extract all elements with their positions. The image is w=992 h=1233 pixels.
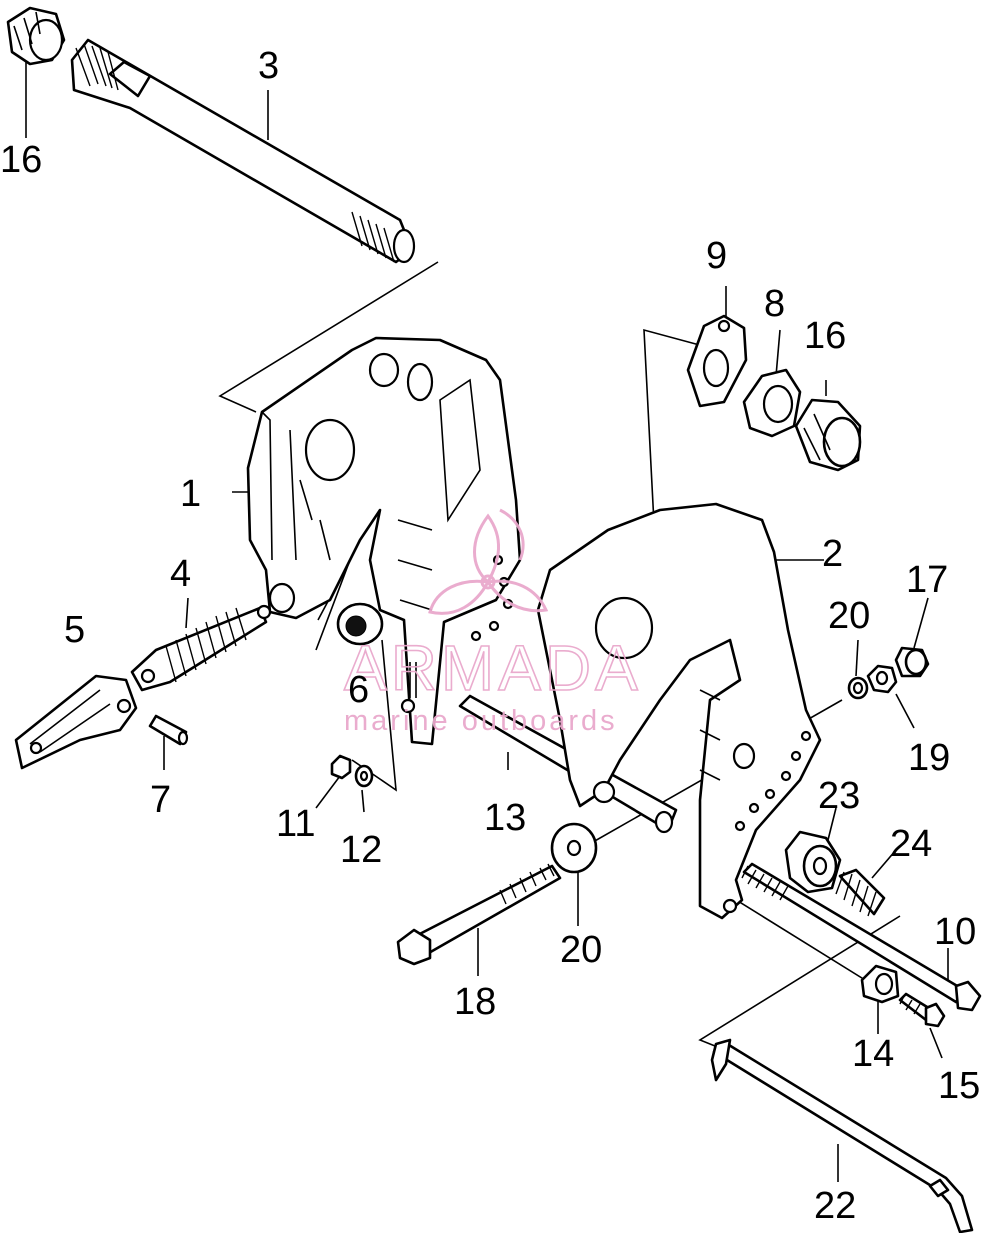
callout-1: 1 <box>180 473 201 515</box>
part-3-through-tube[interactable] <box>70 38 416 264</box>
part-16-cap-nut-left[interactable] <box>6 6 66 66</box>
callout-21: 20 <box>828 595 870 637</box>
part-14-spacer[interactable] <box>860 964 900 1004</box>
part-8-hex-nut[interactable] <box>742 368 802 438</box>
callout-11: 11 <box>276 803 315 845</box>
part-22-tilt-rod[interactable] <box>710 1038 974 1233</box>
callout-17: 17 <box>906 559 948 601</box>
part-9-tab-washer[interactable] <box>686 314 748 408</box>
callout-labels: 16 3 9 8 16 1 2 17 4 20 5 6 19 7 23 11 1… <box>0 45 980 1227</box>
part-11-nut[interactable] <box>330 754 352 780</box>
part-7-pin[interactable] <box>148 714 189 746</box>
part-20-washer[interactable] <box>550 822 598 874</box>
callout-23: 23 <box>818 775 860 817</box>
part-2-bracket-holes <box>734 730 812 832</box>
part-2-clamp-bracket-right[interactable] <box>536 502 822 920</box>
part-1-clamp-bracket-left[interactable] <box>246 336 522 746</box>
callout-15: 15 <box>938 1065 980 1107</box>
part-23-collar[interactable] <box>784 830 842 894</box>
part-21-washer[interactable] <box>847 676 869 700</box>
callout-3: 3 <box>258 45 279 87</box>
part-15-bolt[interactable] <box>898 992 946 1028</box>
part-12-washer[interactable] <box>354 764 374 788</box>
part-16-cap-nut-right[interactable] <box>794 398 862 472</box>
callout-19: 19 <box>908 737 950 779</box>
callout-20: 20 <box>560 929 602 971</box>
callout-9: 9 <box>706 235 727 277</box>
part-19-nut[interactable] <box>866 664 898 694</box>
callout-13: 13 <box>484 797 526 839</box>
part-17-cap[interactable] <box>894 646 930 678</box>
callout-22: 22 <box>814 1185 856 1227</box>
callout-16-left: 16 <box>0 139 42 181</box>
callout-6: 6 <box>348 669 369 711</box>
callout-8: 8 <box>764 283 785 325</box>
callout-10: 10 <box>934 911 976 953</box>
callout-7: 7 <box>150 779 171 821</box>
callout-2: 2 <box>822 533 843 575</box>
watermark-brand: ARMADA <box>344 632 642 704</box>
callout-4: 4 <box>170 553 191 595</box>
part-18-bolt[interactable] <box>396 863 562 966</box>
watermark-tagline: marine outboards <box>344 705 618 737</box>
callout-5: 5 <box>64 609 85 651</box>
callout-16-right: 16 <box>804 315 846 357</box>
callout-18: 18 <box>454 981 496 1023</box>
armada-logo-icon <box>428 508 549 615</box>
armada-watermark: ARMADA marine outboards <box>343 508 642 737</box>
part-4-threaded-stud[interactable] <box>130 604 272 692</box>
part-6-bushing[interactable] <box>336 602 384 646</box>
callout-14: 14 <box>852 1033 894 1075</box>
part-5-tilt-lever[interactable] <box>14 674 138 770</box>
part-24-spring[interactable] <box>835 868 886 917</box>
callout-24: 24 <box>890 823 932 865</box>
callout-12: 12 <box>340 829 382 871</box>
part-10-long-bolt[interactable] <box>741 862 982 1012</box>
